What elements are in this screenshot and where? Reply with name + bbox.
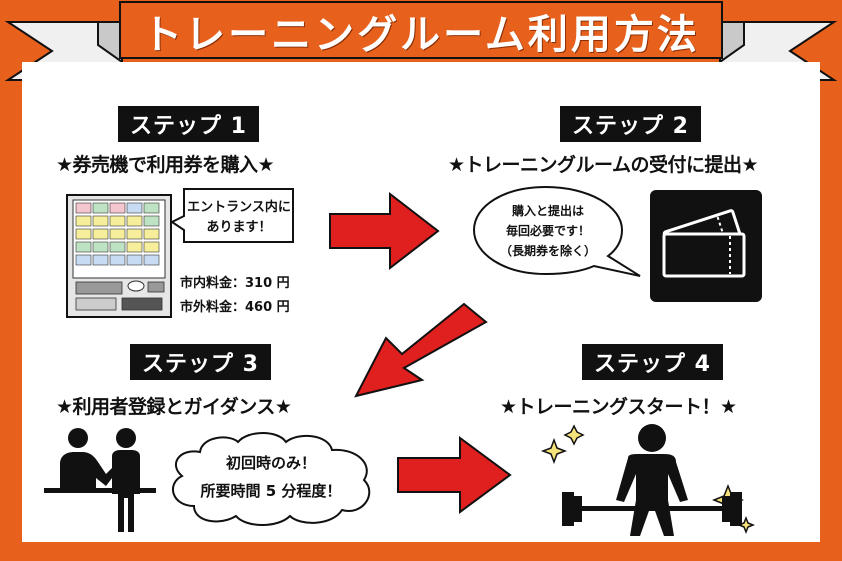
banner-ribbon [4, 1, 838, 81]
price-outside: 市外料金：460 円 [180, 300, 290, 315]
step3-bubble-line1: 初回時のみ！ [225, 454, 316, 472]
step2-bubble-line1: 購入と提出は [511, 204, 584, 218]
step2-title: ★トレーニングルームの受付に提出★ [448, 154, 759, 176]
arrow-right-icon [329, 192, 440, 270]
step1-bubble-line1: エントランス内に [187, 200, 291, 215]
arrow-right-icon-2 [397, 436, 512, 514]
step4-label: ステップ 4 [582, 344, 723, 380]
reception-people-icon [44, 428, 156, 532]
step4-title: ★トレーニングスタート！★ [500, 396, 737, 418]
step1-title: ★券売機で利用券を購入★ [56, 154, 275, 176]
step1-speech-bubble [170, 188, 294, 243]
price-city: 市内料金：310 円 [180, 276, 290, 291]
step2-bubble-line3: （長期券を除く） [499, 244, 596, 258]
step3-label: ステップ 3 [130, 344, 271, 380]
weightlifter-icon [540, 424, 756, 536]
step1-label: ステップ 1 [118, 106, 259, 142]
step2-speech-bubble [472, 185, 641, 277]
page-title: トレーニングルーム利用方法 [142, 12, 700, 58]
step2-label: ステップ 2 [560, 106, 701, 142]
ticket-machine-icon [66, 194, 172, 318]
step1-bubble-line2: あります！ [206, 220, 272, 235]
step3-title: ★利用者登録とガイダンス★ [56, 396, 292, 418]
step3-bubble-line2: 所要時間 5 分程度！ [200, 482, 342, 500]
step3-thought-bubble [171, 432, 371, 526]
tickets-icon [650, 190, 762, 302]
arrow-down-left-icon [354, 302, 488, 398]
step2-bubble-line2: 毎回必要です！ [505, 224, 590, 238]
